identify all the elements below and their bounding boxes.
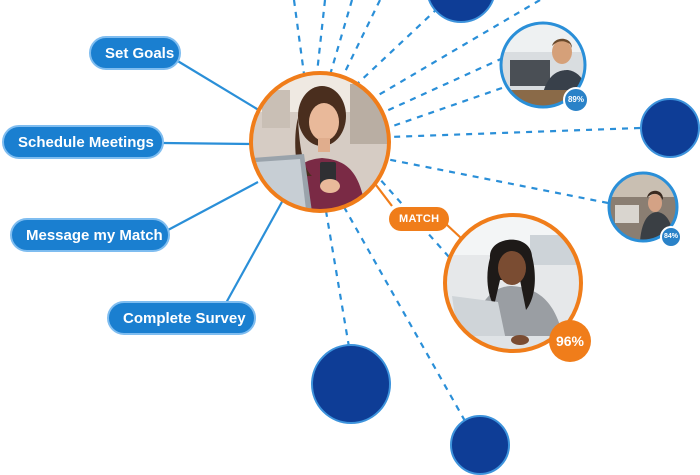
match-connector	[375, 184, 393, 207]
link-set-goals	[175, 59, 263, 113]
other-mentor-nodes	[311, 0, 700, 475]
set-goals-button[interactable]: Set Goals	[89, 36, 181, 70]
schedule-meetings-button[interactable]: Schedule Meetings	[2, 125, 164, 159]
match-score-badge-3: 96%	[549, 320, 591, 362]
match-score-badge-2: 84%	[660, 226, 682, 248]
center-user-photo[interactable]	[249, 71, 391, 213]
link-complete-survey	[225, 199, 284, 304]
match-connector-2	[445, 223, 462, 239]
match-photo-1[interactable]	[499, 21, 590, 109]
action-links	[162, 59, 284, 304]
link-message-match	[167, 181, 259, 231]
link-schedule-meetings	[162, 141, 252, 146]
mentor-node-bottom[interactable]	[311, 344, 391, 424]
match-score-badge-1: 89%	[563, 87, 589, 113]
dashed-links	[292, 0, 641, 422]
match-label: MATCH	[389, 207, 450, 231]
mentor-node-right[interactable]	[640, 98, 700, 158]
complete-survey-button[interactable]: Complete Survey	[107, 301, 256, 335]
message-match-button[interactable]: Message my Match	[10, 218, 170, 252]
mentor-node-top[interactable]	[427, 0, 495, 23]
mentor-node-bottom-right[interactable]	[450, 415, 510, 475]
